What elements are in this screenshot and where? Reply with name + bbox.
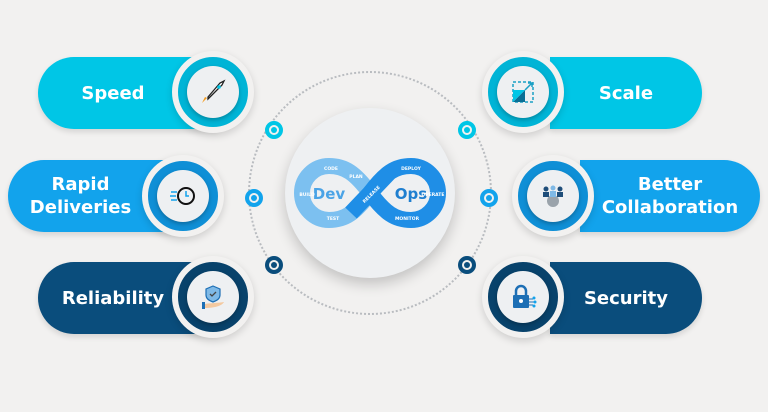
connector-dot (480, 189, 498, 207)
devops-hub: Dev Ops CODE PLAN BUILD TEST RELEASE DEP… (285, 108, 455, 278)
security-icon-badge (482, 256, 564, 338)
scale-icon (512, 81, 534, 103)
scale-pill: Scale (550, 57, 702, 129)
label-line: Better (637, 174, 703, 195)
scale-label: Scale (598, 82, 654, 104)
connector-dot (458, 121, 476, 139)
rocket-icon (202, 79, 226, 103)
connector-dot (458, 256, 476, 274)
connector-dot (245, 189, 263, 207)
better-collaboration-icon-badge (512, 155, 594, 237)
stage-label: DEPLOY (401, 166, 421, 172)
connector-dot (265, 256, 283, 274)
label-line: Collaboration (601, 197, 739, 218)
ops-label: Ops (395, 185, 427, 203)
label-line: Deliveries (29, 197, 132, 218)
stage-label: TEST (327, 216, 340, 222)
team-gear-icon (543, 185, 563, 207)
stage-label: OPERATE (422, 192, 445, 198)
shield-hand-icon (202, 285, 224, 309)
stage-label: MONITOR (395, 216, 420, 222)
security-pill: Security (550, 262, 702, 334)
rapid-deliveries-icon-badge (142, 155, 224, 237)
dev-label: Dev (313, 185, 346, 203)
connector-dot (265, 121, 283, 139)
security-label: Security (583, 287, 669, 309)
lock-icon (513, 284, 537, 308)
speed-icon-badge (172, 51, 254, 133)
scale-icon-badge (482, 51, 564, 133)
reliability-icon-badge (172, 256, 254, 338)
clock-icon (170, 187, 195, 205)
label-line: Rapid (51, 174, 110, 195)
speed-label: Speed (81, 82, 145, 104)
stage-label: PLAN (349, 174, 363, 180)
stage-label: CODE (324, 166, 338, 172)
reliability-label: Reliability (61, 287, 165, 309)
devops-infinity-icon: Dev Ops CODE PLAN BUILD TEST RELEASE DEP… (294, 157, 446, 229)
stage-label: BUILD (299, 192, 315, 198)
